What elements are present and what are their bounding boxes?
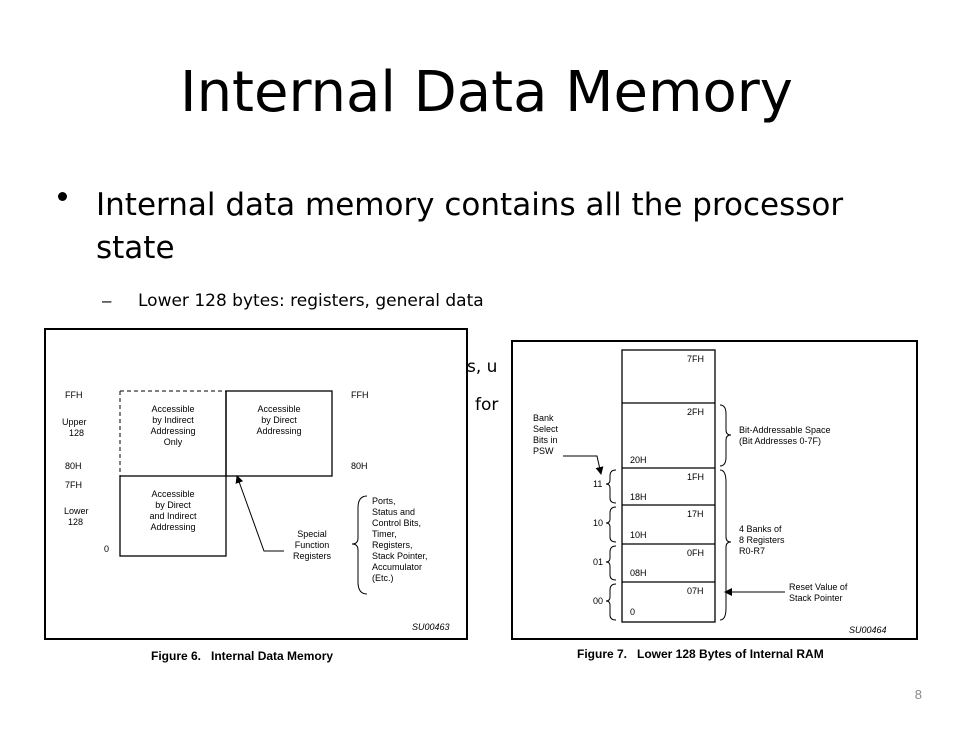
sfr-list-line: Status and xyxy=(372,507,415,517)
direct-and-indirect-text-line: Addressing xyxy=(150,522,195,532)
sfr-arrow xyxy=(235,475,284,552)
occluded-text-fragment: s, u xyxy=(467,357,498,377)
four-banks-line: R0-R7 xyxy=(739,546,765,556)
figure-7-diagram: 7FH 2FH 20H 1FH 18H 17H 10H 0FH 08H 07H … xyxy=(533,349,887,635)
addr-10h: 10H xyxy=(630,530,647,540)
sfr-list-line: Ports, xyxy=(372,496,396,506)
sfr-list-line: Control Bits, xyxy=(372,518,421,528)
sfr-label-line: Registers xyxy=(293,551,332,561)
addr-7fh: 7FH xyxy=(687,354,704,364)
direct-and-indirect-text-line: by Direct xyxy=(155,500,191,510)
bank-select-line: Select xyxy=(533,424,559,434)
addr-08h: 08H xyxy=(630,568,647,578)
ram-column xyxy=(621,349,716,623)
indirect-only-text-line: Addressing xyxy=(150,426,195,436)
direct-text-line: Accessible xyxy=(257,404,300,414)
sfr-list-line: Timer, xyxy=(372,529,397,539)
upper-128-label-line: 128 xyxy=(69,428,84,438)
indirect-only-text-line: Only xyxy=(164,437,183,447)
figure-6-internal-data-memory: FFH FFH Upper 128 80H 80H 7FH Lower 128 … xyxy=(44,328,468,640)
sfr-label-line: Special xyxy=(297,529,327,539)
zero-address-label: 0 xyxy=(104,544,109,554)
lower-128-label-line: Lower xyxy=(64,506,89,516)
figure-6-caption: Figure 6. Internal Data Memory xyxy=(151,649,334,663)
ffh-right-label: FFH xyxy=(351,390,369,400)
80h-right-label: 80H xyxy=(351,461,368,471)
sfr-list-line: (Etc.) xyxy=(372,573,394,583)
page-number: 8 xyxy=(914,687,922,702)
lower-area-box xyxy=(119,475,227,557)
80h-left-label: 80H xyxy=(65,461,82,471)
sfr-list-line: Registers, xyxy=(372,540,413,550)
indirect-only-text-line: Accessible xyxy=(151,404,194,414)
bank-bits-10: 10 xyxy=(593,518,603,528)
bank-bits-00: 00 xyxy=(593,596,603,606)
sub-bullet-dash: – xyxy=(102,291,112,310)
bank-select-line: Bank xyxy=(533,413,554,423)
bank-brace-11 xyxy=(605,469,617,504)
figure-6-diagram: FFH FFH Upper 128 80H 80H 7FH Lower 128 … xyxy=(62,390,450,632)
figure-6-code: SU00463 xyxy=(412,622,450,632)
addr-1fh: 1FH xyxy=(687,472,704,482)
indirect-only-text-line: by Indirect xyxy=(152,415,194,425)
bank-bits-01: 01 xyxy=(593,557,603,567)
addr-0: 0 xyxy=(630,607,635,617)
bank-select-line: Bits in xyxy=(533,435,558,445)
bank-select-line: PSW xyxy=(533,446,554,456)
figure-7-lower-128-bytes: 7FH 2FH 20H 1FH 18H 17H 10H 0FH 08H 07H … xyxy=(511,340,918,640)
bit-addressable-line: (Bit Addresses 0-7F) xyxy=(739,436,821,446)
bullet-text: Internal data memory contains all the pr… xyxy=(96,187,844,266)
sfr-list-line: Stack Pointer, xyxy=(372,551,428,561)
figure-7-code: SU00464 xyxy=(849,625,887,635)
ffh-left-label: FFH xyxy=(65,390,83,400)
four-banks-line: 8 Registers xyxy=(739,535,785,545)
direct-and-indirect-text-line: Accessible xyxy=(151,489,194,499)
sub-bullet-text: Lower 128 bytes: registers, general data xyxy=(138,291,484,311)
bullet-dot xyxy=(58,192,67,201)
direct-and-indirect-text-line: and Indirect xyxy=(149,511,197,521)
direct-text-line: Addressing xyxy=(256,426,301,436)
upper-128-label-line: Upper xyxy=(62,417,87,427)
7fh-label: 7FH xyxy=(65,480,82,490)
addr-2fh: 2FH xyxy=(687,407,704,417)
direct-text-line: by Direct xyxy=(261,415,297,425)
bank-brace-00 xyxy=(605,583,617,621)
bank-brace-01 xyxy=(605,545,617,581)
reset-value-line: Reset Value of xyxy=(789,582,848,592)
bank-bits-11: 11 xyxy=(593,479,602,489)
addr-07h: 07H xyxy=(687,586,704,596)
sfr-list-brace xyxy=(351,495,368,595)
bank-select-arrow xyxy=(563,455,604,475)
sfr-list-line: Accumulator xyxy=(372,562,422,572)
figure-7-caption: Figure 7. Lower 128 Bytes of Internal RA… xyxy=(577,647,824,661)
lower-128-label-line: 128 xyxy=(68,517,83,527)
bit-addressable-brace xyxy=(719,404,732,467)
four-banks-line: 4 Banks of xyxy=(739,524,782,534)
slide-title: Internal Data Memory xyxy=(180,60,793,125)
occluded-text-fragment: for xyxy=(475,395,499,415)
addr-18h: 18H xyxy=(630,492,647,502)
bit-addressable-line: Bit-Addressable Space xyxy=(739,425,831,435)
reset-value-line: Stack Pointer xyxy=(789,593,843,603)
addr-0fh: 0FH xyxy=(687,548,704,558)
four-banks-brace xyxy=(719,469,732,621)
addr-17h: 17H xyxy=(687,509,704,519)
sfr-label-line: Function xyxy=(295,540,330,550)
bank-brace-10 xyxy=(605,506,617,543)
addr-20h: 20H xyxy=(630,455,647,465)
